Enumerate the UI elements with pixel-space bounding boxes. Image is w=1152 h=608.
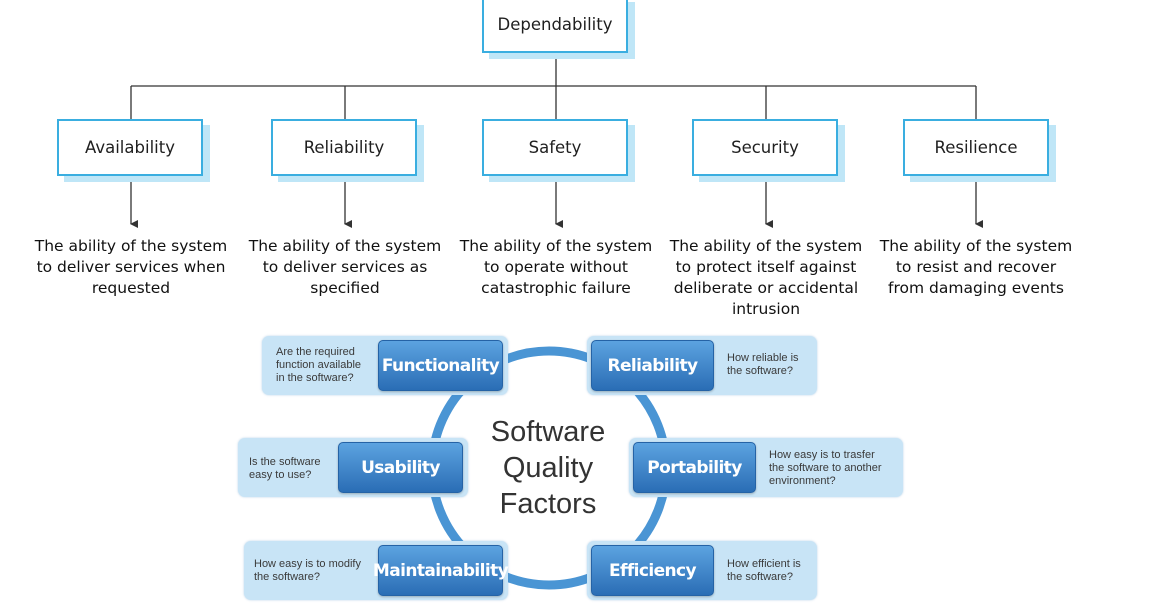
usability-question: Is the software easy to use? <box>249 456 321 482</box>
description-line: to deliver services when <box>36 258 226 276</box>
safety-box: Safety <box>482 119 628 176</box>
title-line: Software <box>490 416 606 448</box>
question-line: How easy is to trasfer <box>769 449 875 461</box>
question-line: the software? <box>254 571 321 583</box>
availability-description: The ability of the system to deliver ser… <box>25 236 237 299</box>
quality-factors-title: Software Quality Factors <box>460 414 636 522</box>
portability-question: How easy is to trasfer the software to a… <box>769 449 882 488</box>
description-line: catastrophic failure <box>481 279 631 297</box>
question-line: easy to use? <box>249 469 312 481</box>
question-line: How efficient is <box>727 558 801 570</box>
reliability-description: The ability of the system to deliver ser… <box>239 236 451 299</box>
description-line: intrusion <box>731 300 801 318</box>
question-line: the software? <box>727 571 794 583</box>
efficiency-button[interactable]: Efficiency <box>591 545 714 596</box>
functionality-question: Are the required function available in t… <box>276 346 361 385</box>
description-line: The ability of the system <box>248 237 442 255</box>
description-line: to deliver services as <box>262 258 428 276</box>
reliability-label: Reliability <box>303 138 385 157</box>
description-line: The ability of the system <box>34 237 228 255</box>
description-line: requested <box>91 279 171 297</box>
reliability-box: Reliability <box>271 119 417 176</box>
description-line: to protect itself against <box>675 258 857 276</box>
question-line: Is the software <box>249 456 321 468</box>
tree-connectors <box>130 53 983 228</box>
description-line: from damaging events <box>888 279 1064 297</box>
safety-label: Safety <box>528 138 582 157</box>
description-line: The ability of the system <box>879 237 1073 255</box>
security-description: The ability of the system to protect its… <box>660 236 872 320</box>
title-line: Quality <box>502 452 594 484</box>
question-line: Are the required <box>276 346 355 358</box>
maintainability-question: How easy is to modify the software? <box>254 558 361 584</box>
question-line: How easy is to modify <box>254 558 361 570</box>
efficiency-question: How efficient is the software? <box>727 558 801 584</box>
availability-label: Availability <box>85 138 175 157</box>
availability-box: Availability <box>57 119 203 176</box>
maintainability-button[interactable]: Maintainability <box>373 545 509 596</box>
resilience-description: The ability of the system to resist and … <box>870 236 1082 299</box>
dependability-root-box: Dependability <box>482 0 628 53</box>
reliability-question: How reliable is the software? <box>727 352 799 378</box>
resilience-label: Resilience <box>934 138 1018 157</box>
description-line: specified <box>310 279 380 297</box>
resilience-box: Resilience <box>903 119 1049 176</box>
title-line: Factors <box>499 488 597 520</box>
question-line: in the software? <box>276 372 354 384</box>
description-line: The ability of the system <box>459 237 653 255</box>
question-line: function available <box>276 359 362 371</box>
question-line: the software to another <box>769 462 882 474</box>
functionality-button[interactable]: Functionality <box>378 340 503 391</box>
description-line: The ability of the system <box>669 237 863 255</box>
reliability-button[interactable]: Reliability <box>591 340 714 391</box>
description-line: to resist and recover <box>895 258 1057 276</box>
safety-description: The ability of the system to operate wit… <box>450 236 662 299</box>
description-line: to operate without <box>483 258 629 276</box>
description-line: deliberate or accidental <box>673 279 859 297</box>
question-line: the software? <box>727 365 794 377</box>
portability-button[interactable]: Portability <box>633 442 756 493</box>
security-label: Security <box>731 138 799 157</box>
security-box: Security <box>692 119 838 176</box>
dependability-root-label: Dependability <box>497 15 613 34</box>
usability-button[interactable]: Usability <box>338 442 463 493</box>
question-line: environment? <box>769 475 836 487</box>
question-line: How reliable is <box>727 352 799 364</box>
